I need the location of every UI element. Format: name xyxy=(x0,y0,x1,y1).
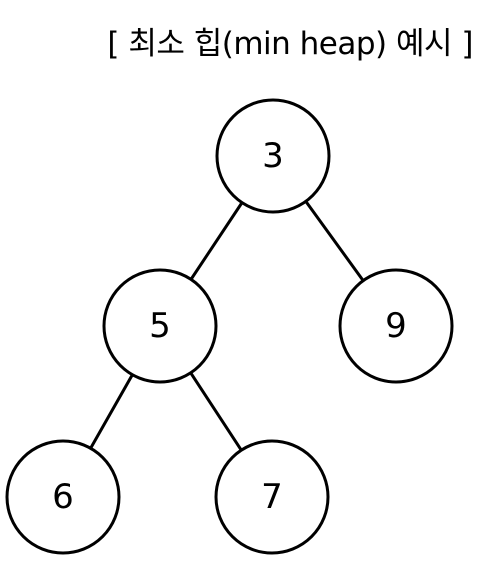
node-label: 5 xyxy=(149,306,171,346)
node-circle xyxy=(102,268,218,384)
tree-node-5: 5 xyxy=(102,268,218,384)
nodes-layer: 3 5 9 6 7 xyxy=(5,98,454,555)
tree-node-9: 9 xyxy=(338,268,454,384)
node-circle xyxy=(5,439,121,555)
node-label: 3 xyxy=(262,136,284,176)
node-circle xyxy=(215,98,331,214)
diagram-title: [ 최소 힙(min heap) 예시 ] xyxy=(107,26,473,62)
node-circle xyxy=(214,439,330,555)
tree-node-7: 7 xyxy=(214,439,330,555)
edge-n3-n5 xyxy=(189,201,244,281)
edges-layer xyxy=(89,199,365,452)
node-label: 9 xyxy=(385,306,407,346)
tree-node-6: 6 xyxy=(5,439,121,555)
node-circle xyxy=(338,268,454,384)
node-label: 6 xyxy=(52,477,74,517)
edge-n5-n7 xyxy=(189,371,243,452)
edge-n3-n9 xyxy=(304,199,365,283)
tree-node-3: 3 xyxy=(215,98,331,214)
node-label: 7 xyxy=(261,477,283,517)
edge-n5-n6 xyxy=(89,373,134,450)
